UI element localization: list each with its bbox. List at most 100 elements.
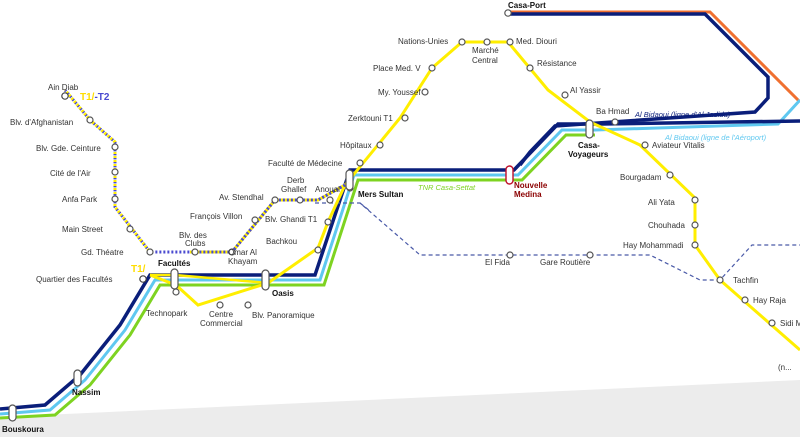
station-cite-air[interactable] <box>111 168 119 176</box>
interchange-oasis[interactable] <box>261 269 270 291</box>
station-el-fida[interactable] <box>506 251 514 259</box>
rail-line-future-dashed-branch <box>359 202 371 212</box>
station-med-diouri[interactable] <box>506 38 514 46</box>
label-mers-sultan: Mers Sultan <box>358 190 403 199</box>
station-quartier-facultes[interactable] <box>139 275 147 283</box>
station-chouhada[interactable] <box>691 221 699 229</box>
tram-line-t2-dots <box>63 89 346 254</box>
label-cite-air: Cité de l'Air <box>50 169 91 178</box>
rail-line-orange <box>508 10 800 104</box>
station-av-stendhal[interactable] <box>271 196 279 204</box>
station-anfa-park[interactable] <box>111 195 119 203</box>
tram-line-t1-east <box>506 41 800 352</box>
label-nassim: Nassim <box>72 388 100 397</box>
rail-line-future-dashed <box>315 202 800 281</box>
interchange-nassim[interactable] <box>73 369 82 387</box>
label-casa-voyageurs-2: Voyageurs <box>568 150 609 159</box>
label-hopitaux: Hôpitaux <box>340 141 372 150</box>
label-technopark: Technopark <box>146 309 188 318</box>
tram-badge-t1t2-sep: / <box>92 92 95 103</box>
rail-line-jadida-main <box>0 119 800 411</box>
station-omar-khayam[interactable] <box>228 248 236 256</box>
interchange-facultes[interactable] <box>170 268 179 290</box>
station-anoual[interactable] <box>326 196 334 204</box>
station-ba-hmad[interactable] <box>611 118 619 126</box>
station-blv-gde-ceinture[interactable] <box>111 143 119 151</box>
tram-badge-t1: T1/ <box>131 264 146 275</box>
interchange-bouskoura[interactable] <box>8 404 17 422</box>
label-nouvelle-medina-2: Medina <box>514 190 542 199</box>
label-bouskoura: Bouskoura <box>2 425 44 434</box>
station-derb-ghallef[interactable] <box>296 196 304 204</box>
station-bachkou[interactable] <box>314 246 322 254</box>
label-gare-routiere: Gare Routière <box>540 258 591 267</box>
station-my-youssef[interactable] <box>421 88 429 96</box>
station-resistance[interactable] <box>526 64 534 72</box>
station-aviateur-vitalis[interactable] <box>641 141 649 149</box>
station-sidi-m[interactable] <box>768 319 776 327</box>
label-cut-off: (n... <box>778 363 792 372</box>
station-tachfin[interactable] <box>716 276 724 284</box>
label-facultes: Facultés <box>158 259 191 268</box>
station-gd-theatre[interactable] <box>146 248 154 256</box>
label-faculte-medecine: Faculté de Médecine <box>268 159 343 168</box>
label-al-yassir: Al Yassir <box>570 86 601 95</box>
label-anoual: Anoual <box>315 185 340 194</box>
station-francois-villon[interactable] <box>251 216 259 224</box>
label-marche-central-2: Central <box>472 56 498 65</box>
label-blv-panoramique: Blv. Panoramique <box>252 311 315 320</box>
station-blv-afghanistan[interactable] <box>86 116 94 124</box>
station-hopitaux[interactable] <box>376 141 384 149</box>
label-hay-mohammadi: Hay Mohammadi <box>623 241 684 250</box>
label-el-fida: El Fida <box>485 258 510 267</box>
label-resistance: Résistance <box>537 59 577 68</box>
station-nations-unies[interactable] <box>458 38 466 46</box>
label-casa-voyageurs-1: Casa- <box>578 141 600 150</box>
station-centre-commercial[interactable] <box>216 301 224 309</box>
station-main-street[interactable] <box>126 225 134 233</box>
tram-badge-t1-t1: T1 <box>131 264 143 275</box>
station-technopark[interactable] <box>172 288 180 296</box>
tram-line-t2-dots-yellow <box>63 89 152 253</box>
station-zerktouni[interactable] <box>401 114 409 122</box>
label-anfa-park: Anfa Park <box>62 195 98 204</box>
station-blv-ghandi[interactable] <box>324 218 332 226</box>
label-centre-commercial-1: Centre <box>209 310 234 319</box>
station-ali-yata[interactable] <box>691 196 699 204</box>
station-al-yassir[interactable] <box>561 91 569 99</box>
station-place-med-v[interactable] <box>428 64 436 72</box>
label-ba-hmad: Ba Hmad <box>596 107 629 116</box>
station-gare-routiere[interactable] <box>586 251 594 259</box>
label-med-diouri: Med. Diouri <box>516 37 557 46</box>
label-marche-central-1: Marché <box>472 46 499 55</box>
label-chouhada: Chouhada <box>648 221 685 230</box>
label-blv-clubs-2: Clubs <box>185 239 205 248</box>
rail-line-tnr-main <box>0 133 595 420</box>
label-nations-unies: Nations-Unies <box>398 37 448 46</box>
label-hay-raja: Hay Raja <box>753 296 786 305</box>
ground-area <box>0 380 800 437</box>
interchange-casa-voyageurs[interactable] <box>585 119 594 139</box>
label-quartier-facultes: Quartier des Facultés <box>36 275 112 284</box>
station-bourgadam[interactable] <box>666 171 674 179</box>
label-oasis: Oasis <box>272 289 294 298</box>
station-blv-clubs[interactable] <box>191 248 199 256</box>
station-hay-raja[interactable] <box>741 296 749 304</box>
station-blv-panoramique[interactable] <box>244 301 252 309</box>
label-ali-yata: Ali Yata <box>648 198 675 207</box>
label-aviateur-vitalis: Aviateur Vitalis <box>652 141 705 150</box>
station-ain-diab[interactable] <box>61 92 69 100</box>
station-faculte-medecine[interactable] <box>356 159 364 167</box>
label-place-med-v: Place Med. V <box>373 64 421 73</box>
tram-badge-t1t2-t2: -T2 <box>94 92 109 103</box>
label-main-street: Main Street <box>62 225 104 234</box>
station-hay-mohammadi[interactable] <box>691 241 699 249</box>
station-markers <box>61 9 776 327</box>
interchange-nouvelle-medina[interactable] <box>505 165 514 185</box>
label-tachfin: Tachfin <box>733 276 758 285</box>
interchange-mers-sultan[interactable] <box>345 169 354 191</box>
station-marche-central[interactable] <box>483 38 491 46</box>
tram-badge-t1-suffix: / <box>143 264 146 275</box>
label-omar-khayam-2: Khayam <box>228 257 258 266</box>
station-casa-port[interactable] <box>504 9 512 17</box>
